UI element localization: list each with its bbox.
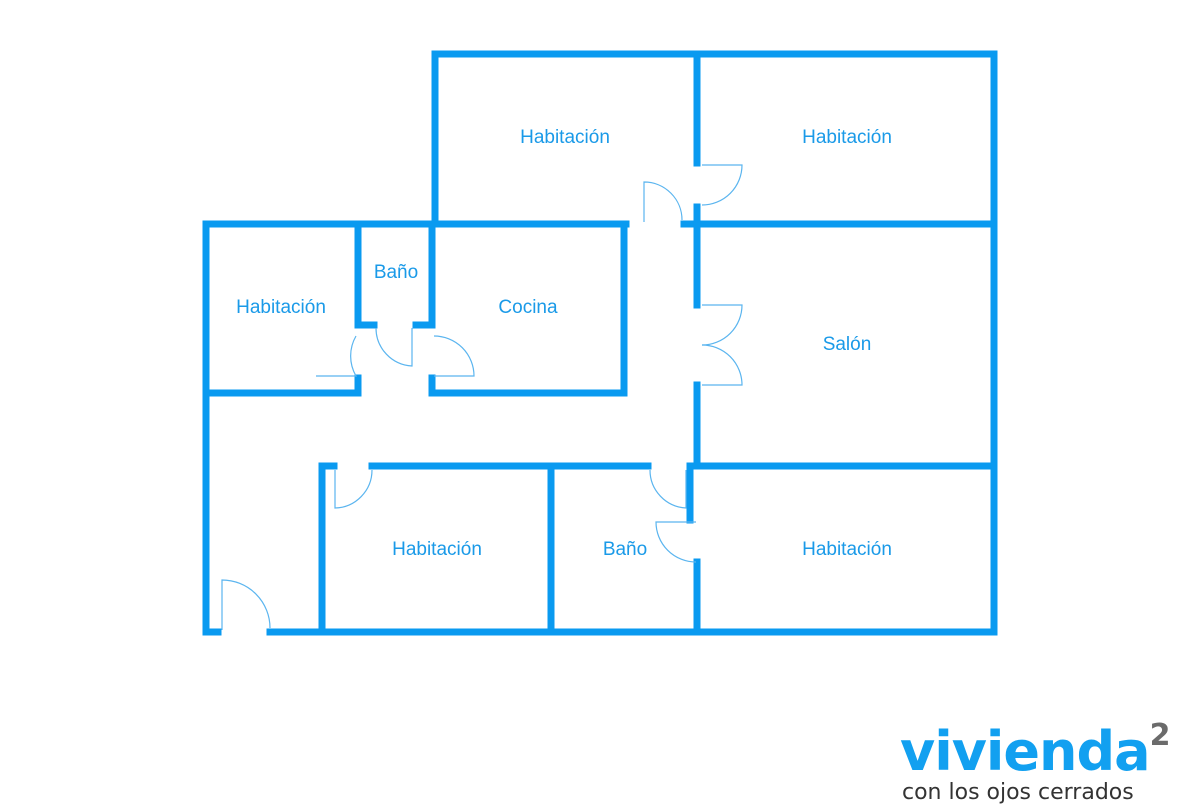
- doors: [221, 164, 743, 630]
- door-swing: [375, 327, 413, 367]
- logo-brand: vivienda: [900, 720, 1151, 783]
- room-label: Salón: [822, 334, 872, 355]
- entrance-door-swing: [221, 579, 271, 630]
- room-label: Baño: [602, 539, 648, 560]
- door-swing: [701, 304, 743, 346]
- logo-superscript: 2: [1149, 718, 1171, 753]
- room-label: Habitación: [392, 539, 482, 560]
- room-label: Baño: [373, 262, 419, 283]
- door-swing: [701, 164, 743, 206]
- walls: [202, 50, 998, 636]
- logo-tagline: con los ojos cerrados: [902, 780, 1134, 805]
- door-swing: [433, 335, 475, 377]
- door-swing: [316, 335, 358, 377]
- door-swing: [655, 521, 697, 563]
- room-label: Habitación: [520, 127, 610, 148]
- brand-logo: vivienda2 con los ojos cerrados: [900, 718, 1170, 805]
- room-label: Habitación: [802, 127, 892, 148]
- door-swing: [643, 181, 683, 222]
- room-label: Cocina: [498, 297, 558, 318]
- door-swing: [701, 344, 743, 386]
- room-label: Habitación: [802, 539, 892, 560]
- room-label: Habitación: [236, 297, 326, 318]
- door-swing: [334, 469, 373, 509]
- door-swing: [649, 469, 687, 509]
